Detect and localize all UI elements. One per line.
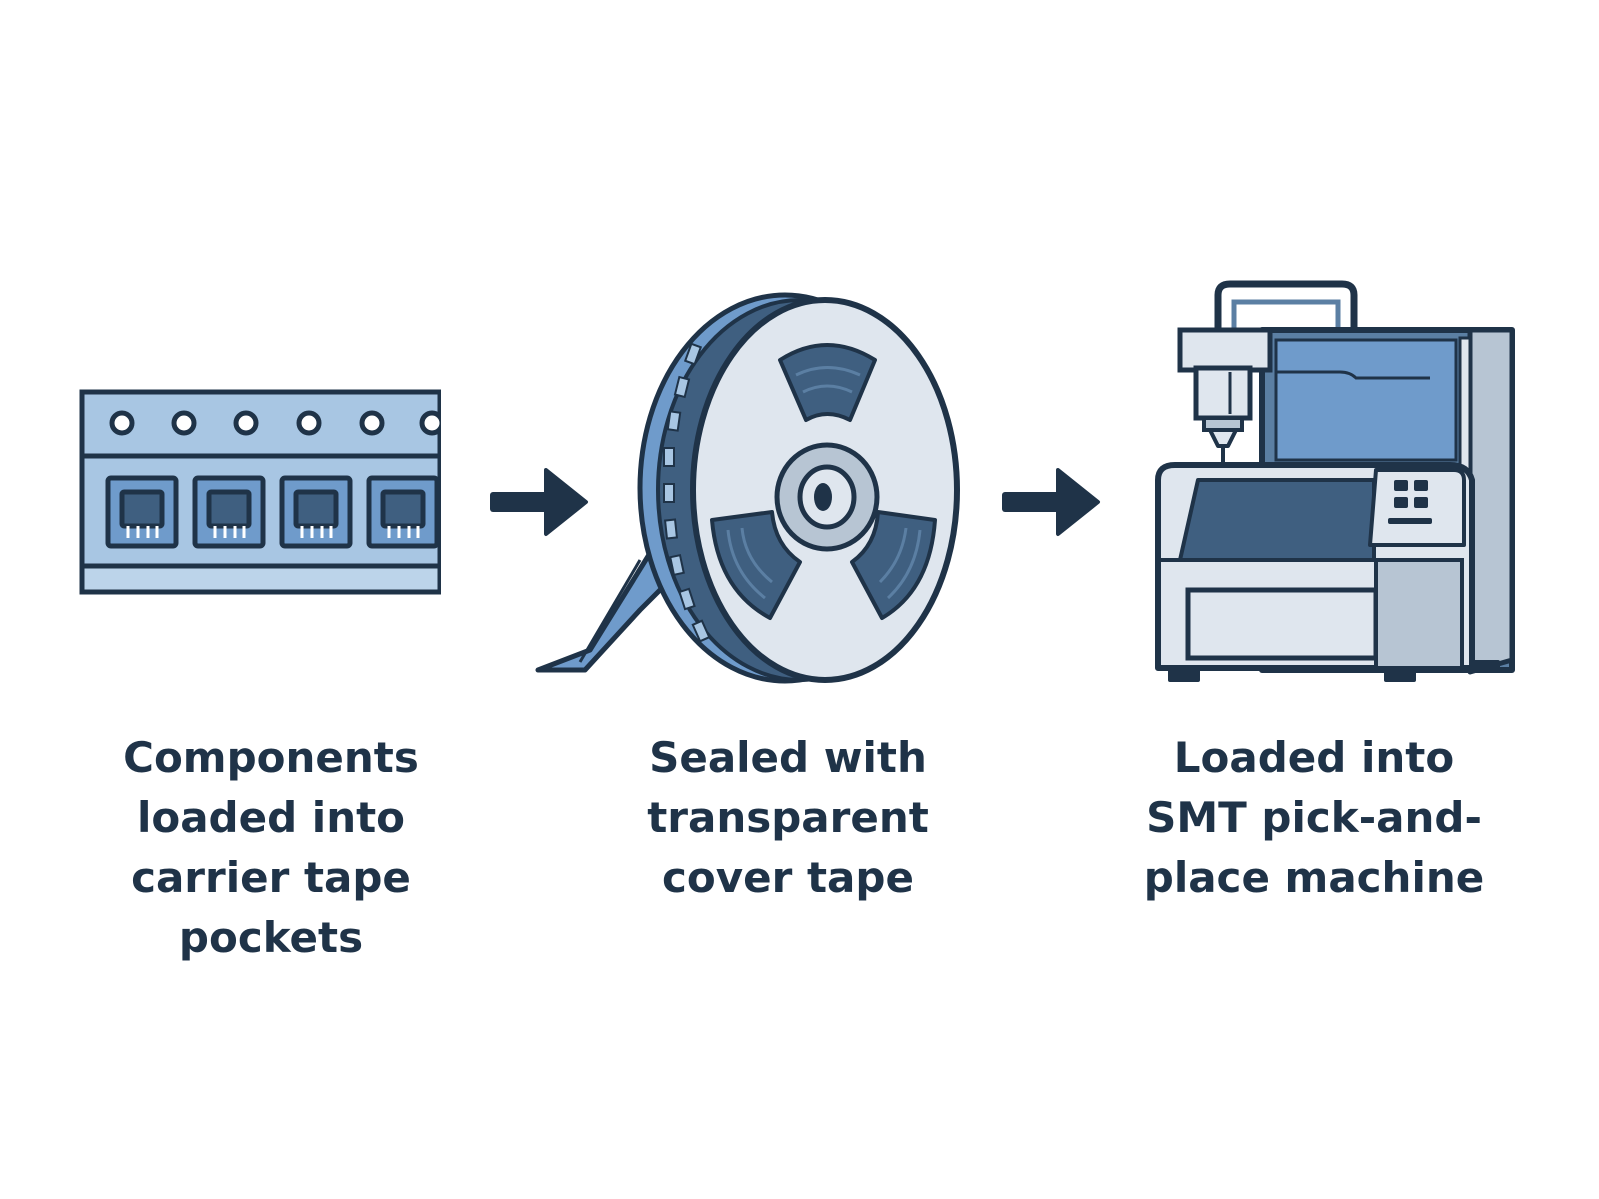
tape-pocket <box>192 475 266 549</box>
reel-spoke <box>778 343 877 422</box>
caption-line: transparent <box>647 793 929 842</box>
step-caption-reel: Sealed with transparent cover tape <box>598 728 978 908</box>
caption-line: Components <box>123 733 419 782</box>
caption-line: carrier tape <box>131 853 411 902</box>
sprocket-holes <box>109 410 445 436</box>
pick-and-place-machine-icon <box>1155 280 1515 682</box>
carrier-tape-icon <box>79 385 455 600</box>
tape-reel-icon <box>535 292 960 684</box>
arrow-right-icon <box>490 468 588 536</box>
caption-line: pockets <box>178 913 364 962</box>
step-caption-carrier-tape: Components loaded into carrier tape pock… <box>81 728 461 968</box>
arrow-right-icon <box>1002 468 1100 536</box>
tape-pocket <box>279 475 353 549</box>
caption-line: Sealed with <box>649 733 927 782</box>
caption-line: cover tape <box>662 853 914 902</box>
caption-line: Loaded into <box>1173 733 1455 782</box>
step-caption-machine: Loaded into SMT pick-and- place machine <box>1124 728 1504 908</box>
caption-line: loaded into <box>136 793 406 842</box>
control-panel-buttons <box>1388 480 1432 524</box>
reel-spoke <box>850 510 937 620</box>
caption-line: place machine <box>1143 853 1485 902</box>
tape-pocket <box>105 475 179 549</box>
reel-spoke <box>710 510 802 620</box>
tape-pocket <box>366 475 440 549</box>
caption-line: SMT pick-and- <box>1146 793 1482 842</box>
